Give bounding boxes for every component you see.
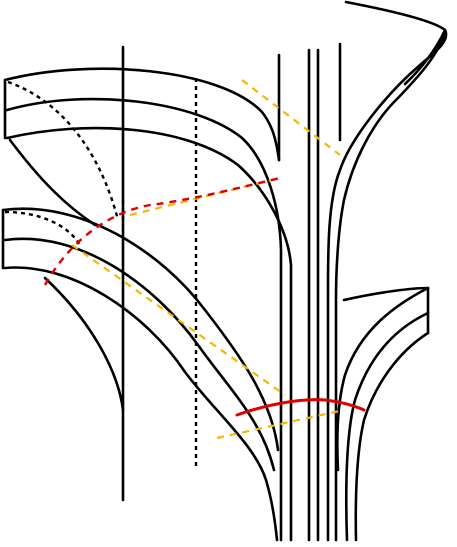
hidden-arc-upper	[7, 80, 120, 221]
lower-right-rib	[335, 286, 430, 542]
shafts	[121, 42, 342, 542]
construction-line-4	[216, 408, 345, 440]
lower-rib-bottom-edge	[3, 266, 279, 542]
upper-rib-lower-curve	[8, 138, 97, 227]
lower-springer-curve	[43, 276, 125, 412]
lower-rib-top-edge	[1, 207, 280, 452]
lower-right-rib-top	[342, 286, 430, 302]
hidden-lines	[4, 78, 198, 470]
lower-rib-middle-edge	[3, 237, 276, 472]
right-rib-inner	[334, 30, 447, 542]
lower-right-rib-edge-1	[335, 286, 430, 472]
upper-rib-bottom-edge	[5, 126, 293, 542]
right-rib-outer	[326, 0, 448, 542]
construction-lines	[71, 79, 345, 440]
construction-line-2	[129, 176, 281, 217]
hidden-arc-lower	[4, 210, 82, 246]
lower-rib	[1, 207, 280, 542]
construction-line-3	[71, 244, 286, 396]
upper-rib-middle-edge	[5, 97, 283, 542]
lower-right-rib-edge-3	[354, 331, 430, 542]
upper-rib	[3, 53, 293, 542]
section-arc-dashed	[43, 176, 281, 286]
lower-right-rib-edge-2	[344, 311, 430, 542]
construction-line-1	[241, 79, 341, 156]
section-arc-solid	[235, 398, 366, 417]
section-lines	[43, 176, 366, 417]
right-rib-face	[403, 28, 447, 86]
upper-rib-top-edge	[3, 67, 281, 162]
right-rib	[326, 0, 448, 542]
